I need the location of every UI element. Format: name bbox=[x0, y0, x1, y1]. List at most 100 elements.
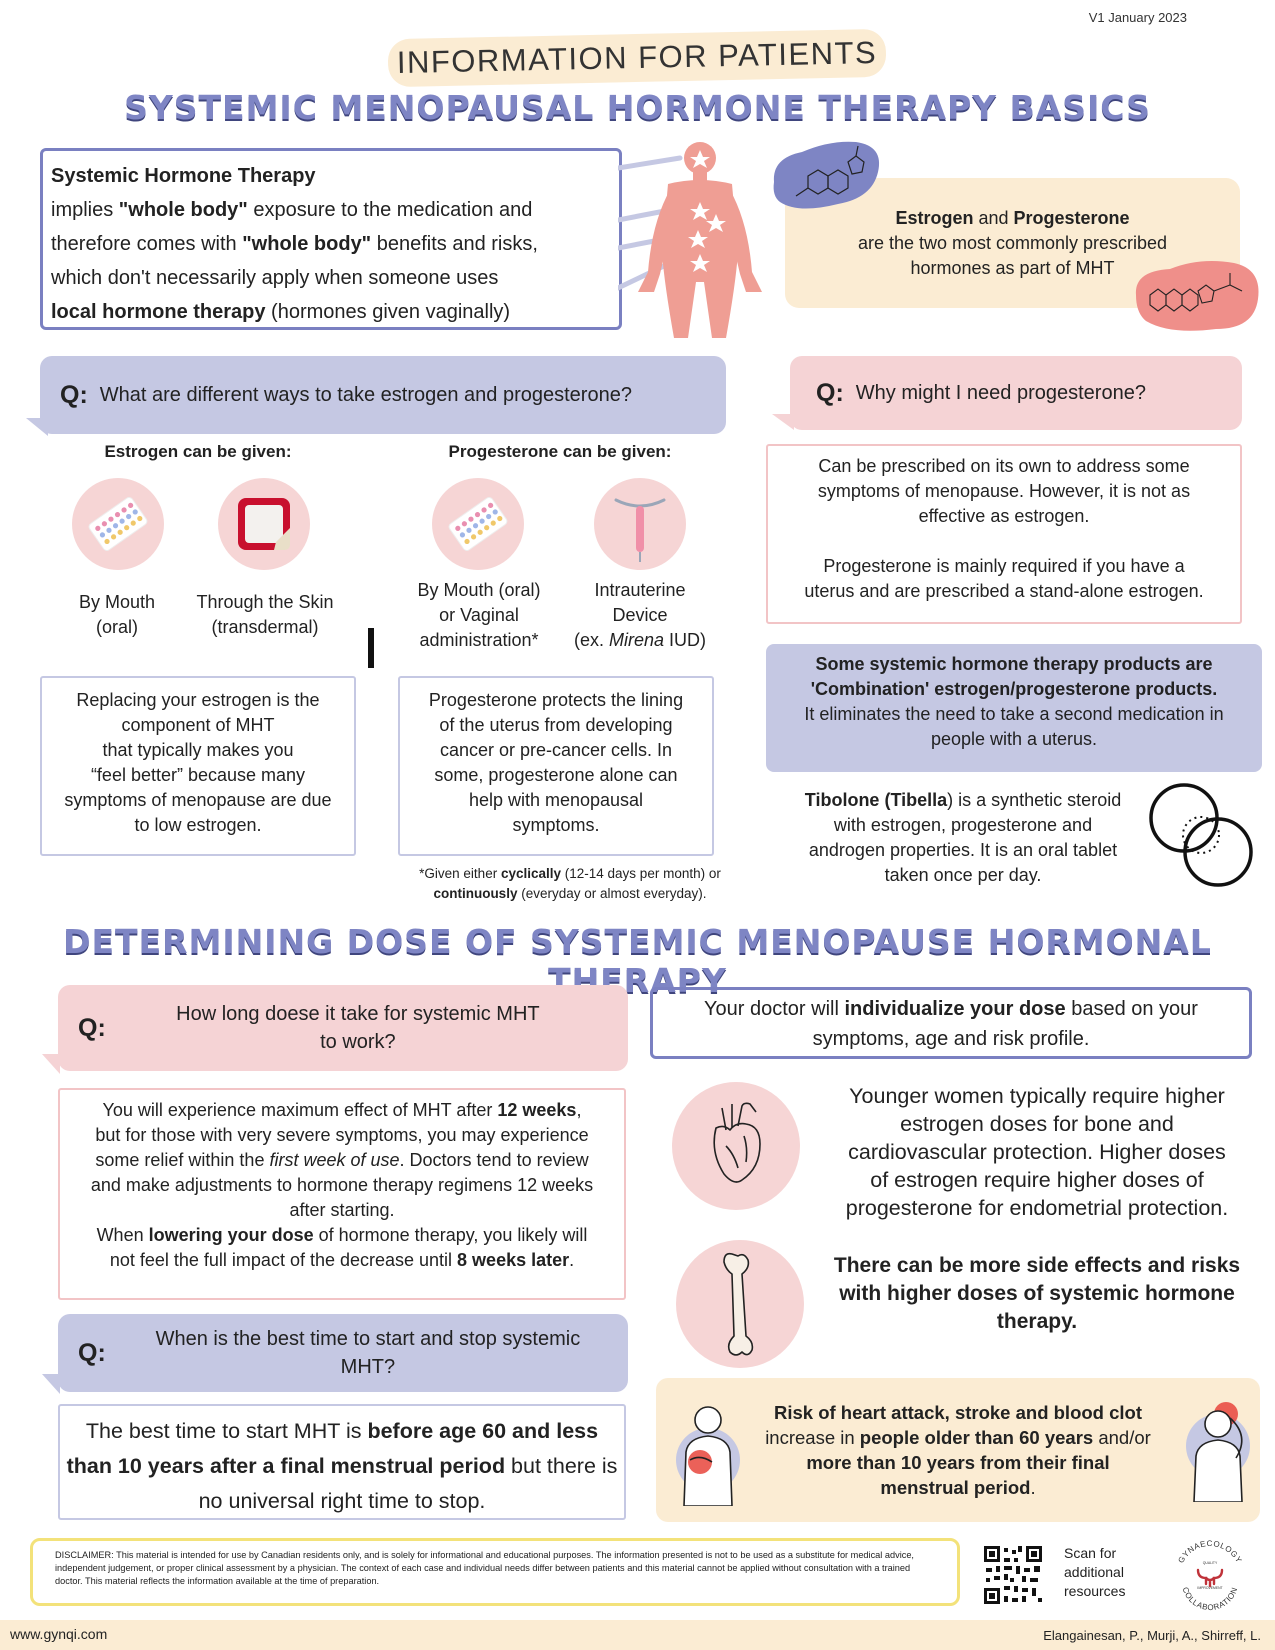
progesterone-need-box: Can be prescribed on its own to address … bbox=[766, 444, 1242, 624]
hormones-line-2: are the two most commonly prescribed bbox=[857, 233, 1168, 253]
start-stop-box: The best time to start MHT is before age… bbox=[58, 1404, 626, 1520]
caption-line: By Mouth bbox=[78, 592, 156, 612]
person-chest-pain-icon bbox=[676, 1406, 740, 1506]
box-line: Some systemic hormone therapy products a… bbox=[815, 654, 1213, 674]
q-line: to work? bbox=[320, 1031, 396, 1053]
risk-text-plain: increase in bbox=[765, 1427, 860, 1448]
caption-line: (oral) bbox=[95, 617, 138, 637]
box-line: after starting. bbox=[289, 1200, 395, 1220]
scan-line: resources bbox=[1064, 1583, 1126, 1599]
q-text: How long doese it take for systemic MHT … bbox=[118, 1000, 628, 1056]
pill-pack-icon bbox=[72, 478, 164, 570]
route-mouth-caption: By Mouth (oral) bbox=[52, 590, 182, 640]
box-line: The best time to start MHT is before age… bbox=[64, 1414, 620, 1449]
box-line: Your doctor will individualize your dose… bbox=[663, 994, 1239, 1024]
footnote-line: continuously (everyday or almost everyda… bbox=[380, 884, 760, 904]
route-skin-caption: Through the Skin (transdermal) bbox=[180, 590, 350, 640]
speech-tail bbox=[26, 418, 48, 436]
box-text: some relief within the bbox=[95, 1150, 270, 1170]
box-text: Your doctor will bbox=[704, 998, 845, 1020]
box-line: Replacing your estrogen is the bbox=[76, 690, 320, 710]
q-when-start-stop: Q: When is the best time to start and st… bbox=[58, 1314, 628, 1392]
logo-improvement-text: IMPROVEMENT bbox=[1197, 1586, 1222, 1590]
box-italic: first week of use bbox=[269, 1150, 400, 1170]
intro-text: therefore comes with bbox=[51, 233, 243, 255]
q-text: What are different ways to take estrogen… bbox=[99, 383, 632, 406]
intro-line-3: which don't necessarily apply when someo… bbox=[51, 267, 499, 289]
divider-mark bbox=[368, 628, 374, 668]
estrogen-info-box: Replacing your estrogen is the component… bbox=[40, 676, 356, 856]
box-line: You will experience maximum effect of MH… bbox=[64, 1098, 620, 1123]
disclaimer-box: DISCLAIMER: This material is intended fo… bbox=[30, 1538, 960, 1606]
intro-line-2: therefore comes with "whole body" benefi… bbox=[51, 227, 611, 261]
box-line: but for those with very severe symptoms,… bbox=[95, 1125, 589, 1145]
intro-emphasis: local hormone therapy bbox=[51, 301, 266, 323]
info-line: of estrogen require higher doses of bbox=[870, 1168, 1204, 1192]
risk-bold: people older than 60 years bbox=[859, 1427, 1094, 1448]
footer-strip bbox=[0, 1620, 1275, 1650]
box-line: some relief within the first week of use… bbox=[64, 1148, 620, 1173]
speech-tail bbox=[772, 414, 794, 430]
skin-patch-icon bbox=[218, 478, 310, 570]
footnote-text: (12-14 days per month) or bbox=[561, 866, 721, 881]
box-line: component of MHT bbox=[121, 715, 275, 735]
risk-box bbox=[656, 1378, 1260, 1522]
tibolone-line: taken once per day. bbox=[884, 865, 1042, 885]
box-line: Progesterone protects the lining bbox=[428, 690, 684, 710]
box-line: symptoms of menopause are due bbox=[64, 790, 332, 810]
website-link[interactable]: www.gynqi.com bbox=[10, 1626, 108, 1642]
caption-line: Intrauterine bbox=[594, 580, 686, 600]
info-line: with higher doses of systemic hormone bbox=[839, 1282, 1235, 1305]
qr-code-icon[interactable] bbox=[982, 1544, 1044, 1606]
body-figure-icon bbox=[618, 142, 762, 338]
tibolone-line: Tibolone (Tibella) is a synthetic steroi… bbox=[780, 788, 1146, 813]
box-line: some, progesterone alone can bbox=[434, 765, 678, 785]
risk-text-plain: and/or bbox=[1093, 1427, 1151, 1448]
time-to-work-box: You will experience maximum effect of MH… bbox=[58, 1088, 626, 1300]
speech-tail bbox=[42, 1054, 60, 1074]
person-headache-icon bbox=[1186, 1402, 1250, 1502]
route-oral-vaginal-caption: By Mouth (oral) or Vaginal administratio… bbox=[404, 578, 554, 653]
box-line: 'Combination' estrogen/progesterone prod… bbox=[810, 679, 1218, 699]
box-text: based on your bbox=[1065, 998, 1198, 1020]
q-mark: Q: bbox=[78, 1338, 106, 1367]
intro-text: implies bbox=[51, 199, 119, 221]
caption-line: or Vaginal bbox=[439, 605, 519, 625]
box-line: symptoms, age and risk profile. bbox=[812, 1028, 1090, 1050]
box-line: symptoms. bbox=[512, 815, 600, 835]
logo-icon: GYNAECOLOGY COLLABORATION QUALITY IMPROV… bbox=[1176, 1539, 1243, 1612]
molecule-icon bbox=[773, 141, 880, 209]
speech-tail bbox=[42, 1374, 60, 1394]
caption-line: (transdermal) bbox=[211, 617, 319, 637]
box-line: than 10 years after a final menstrual pe… bbox=[64, 1449, 620, 1484]
box-bold: before age 60 and less bbox=[367, 1419, 599, 1443]
info-line: progesterone for endometrial protection. bbox=[845, 1196, 1229, 1220]
page-title: SYSTEMIC MENOPAUSAL HORMONE THERAPY BASI… bbox=[124, 88, 1151, 127]
intro-heading: Systemic Hormone Therapy bbox=[51, 165, 316, 187]
box-bold: 8 weeks later bbox=[457, 1250, 570, 1270]
box-line: not feel the full impact of the decrease… bbox=[64, 1248, 620, 1273]
box-line: When lowering your dose of hormone thera… bbox=[64, 1223, 620, 1248]
box-line: symptoms of menopause. However, it is no… bbox=[817, 481, 1191, 501]
intro-box: Systemic Hormone Therapy implies "whole … bbox=[40, 148, 622, 330]
and-text: and bbox=[973, 208, 1014, 228]
tibolone-name: Tibolone (Tibella bbox=[804, 790, 948, 810]
estrogen-label: Estrogen bbox=[895, 208, 974, 228]
section-title: DETERMINING DOSE OF SYSTEMIC MENOPAUSE H… bbox=[63, 922, 1212, 1000]
footnote-text: *Given either bbox=[419, 866, 501, 881]
risk-bold: menstrual period bbox=[880, 1477, 1031, 1498]
administration-footnote: *Given either cyclically (12-14 days per… bbox=[380, 864, 760, 904]
route-iud-caption: Intrauterine Device (ex. Mirena IUD) bbox=[560, 578, 720, 653]
box-line: help with menopausal bbox=[468, 790, 644, 810]
intro-emphasis: "whole body" bbox=[118, 199, 248, 221]
younger-women-info: Younger women typically require higher e… bbox=[822, 1082, 1252, 1222]
box-text: not feel the full impact of the decrease… bbox=[109, 1250, 458, 1270]
info-line: Younger women typically require higher bbox=[849, 1084, 1225, 1108]
footnote-bold: continuously bbox=[433, 886, 518, 901]
q-mark: Q: bbox=[816, 378, 844, 407]
q-line: MHT? bbox=[340, 1356, 396, 1378]
hormones-line-1: Estrogen and Progesterone bbox=[805, 206, 1220, 231]
risk-text: Risk of heart attack, stroke and blood c… bbox=[738, 1400, 1178, 1500]
risk-text-plain: . bbox=[1030, 1477, 1036, 1498]
hormones-box: Estrogen and Progesterone are the two mo… bbox=[785, 178, 1240, 308]
